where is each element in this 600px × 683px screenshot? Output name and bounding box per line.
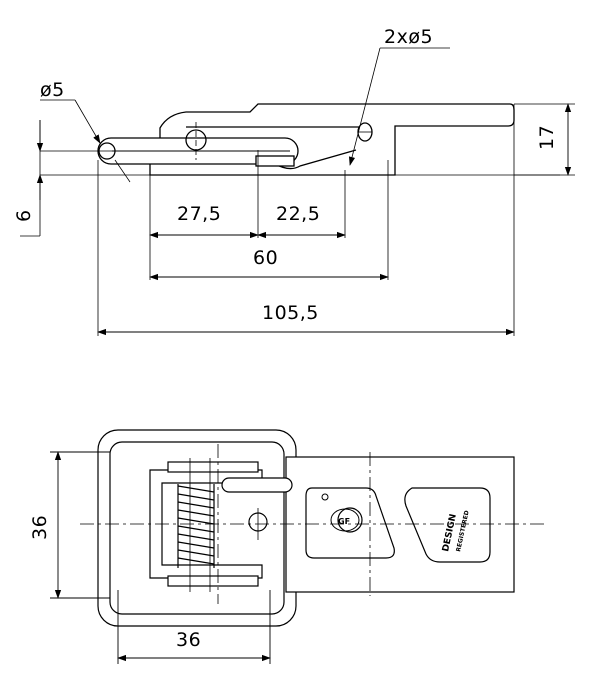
pivot-tube [221, 477, 293, 493]
mounting-frame-outer [97, 429, 297, 627]
top-view-dimensions [50, 451, 271, 664]
base-plate-outline [149, 103, 515, 176]
top-height-36-label: 36 [29, 515, 51, 540]
offset-6-label: 6 [13, 209, 35, 222]
spring [177, 484, 215, 568]
dim-60-label: 60 [253, 247, 278, 269]
design-badge [404, 487, 491, 563]
top-view [97, 429, 515, 627]
logo-plate [305, 487, 395, 559]
side-view-dimension-arrows [36, 103, 572, 336]
hole-diameter-label: ø5 [40, 79, 65, 101]
side-view [97, 103, 515, 176]
dim-22-5-label: 22,5 [276, 203, 320, 225]
svg-text:GF: GF [338, 517, 350, 526]
dim-27-5-label: 27,5 [177, 203, 221, 225]
mounting-hole [337, 507, 363, 533]
top-width-36-label: 36 [176, 629, 201, 651]
top-view-center-lines [80, 444, 545, 604]
dim-105-5-label: 105,5 [262, 302, 319, 324]
mounting-frame-inner [109, 441, 285, 615]
side-view-dimension-lines [20, 47, 575, 336]
holes-count-label: 2xø5 [384, 26, 433, 48]
brand-logo-icon: GF [321, 493, 360, 532]
height-17-label: 17 [536, 125, 558, 150]
base-plate-top [285, 456, 515, 593]
